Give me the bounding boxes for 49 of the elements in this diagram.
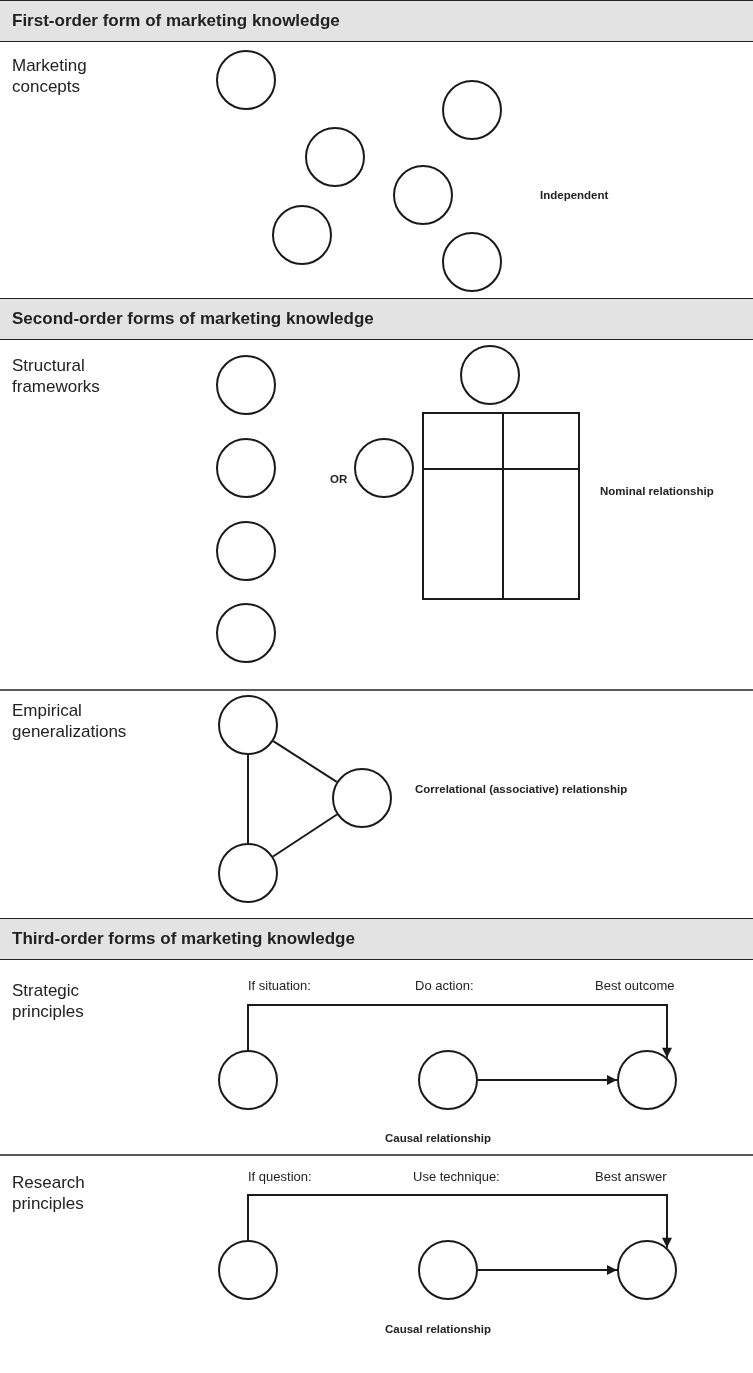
column-heading: Do action: [415,978,474,993]
concept-circle [218,1240,278,1300]
concept-circle [442,80,502,140]
column-heading: Best outcome [595,978,675,993]
row-label: Marketing concepts [12,55,88,97]
arrow [247,1194,672,1249]
row-label: Empirical generalizations [12,700,128,742]
connector-line [247,754,249,844]
concept-circle [418,1050,478,1110]
section-header: First-order form of marketing knowledge [0,0,753,42]
column-heading: If situation: [248,978,311,993]
row-label: Strategic principles [12,980,85,1022]
column-heading: Best answer [595,1169,667,1184]
column-heading: Use technique: [413,1169,500,1184]
concept-circle [617,1050,677,1110]
concept-circle [393,165,453,225]
concept-circle [218,843,278,903]
concept-circle [218,695,278,755]
arrow [247,1004,672,1059]
row-label: Structural frameworks [12,355,101,397]
concept-circle [418,1240,478,1300]
connector-line [272,740,338,783]
concept-circle [460,345,520,405]
relationship-label: Causal relationship [385,1131,492,1146]
connector-line [272,813,338,858]
concept-circle [332,768,392,828]
relationship-label: Causal relationship [385,1322,492,1337]
row-label: Research principles [12,1172,86,1214]
concept-circle [354,438,414,498]
concept-circle [216,355,276,415]
section-header: Third-order forms of marketing knowledge [0,918,753,960]
concept-circle [617,1240,677,1300]
relationship-label: OR [330,472,349,487]
concept-circle [442,232,502,292]
concept-circle [216,521,276,581]
arrow [477,1265,618,1275]
arrow [477,1075,618,1085]
column-heading: If question: [248,1169,312,1184]
relationship-label: Correlational (associative) relationship [415,782,629,797]
concept-circle [216,50,276,110]
grid-box [422,412,580,600]
relationship-label: Independent [540,188,610,203]
relationship-label: Nominal relationship [600,484,715,499]
section-header: Second-order forms of marketing knowledge [0,298,753,340]
concept-circle [305,127,365,187]
concept-circle [216,438,276,498]
concept-circle [216,603,276,663]
concept-circle [218,1050,278,1110]
concept-circle [272,205,332,265]
